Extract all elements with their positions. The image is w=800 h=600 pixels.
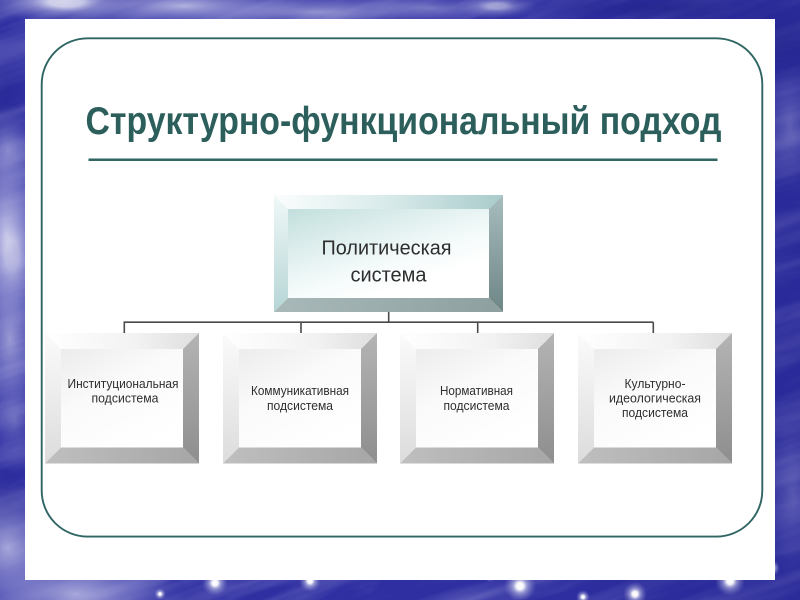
svg-text:Институциональная: Институциональная — [68, 376, 179, 391]
svg-text:подсистема: подсистема — [622, 405, 689, 420]
svg-text:Нормативная: Нормативная — [440, 383, 513, 398]
svg-text:подсистема: подсистема — [444, 398, 511, 413]
svg-text:система: система — [351, 263, 428, 286]
svg-text:Коммуникативная: Коммуникативная — [251, 383, 349, 398]
svg-text:идеологическая: идеологическая — [609, 391, 701, 406]
svg-text:подсистема: подсистема — [267, 398, 334, 413]
svg-text:Структурно-функциональный подх: Структурно-функциональный подход — [86, 100, 722, 143]
svg-text:подсистема: подсистема — [92, 390, 160, 405]
svg-text:Политическая: Политическая — [322, 236, 452, 259]
svg-text:Культурно-: Культурно- — [625, 376, 686, 391]
